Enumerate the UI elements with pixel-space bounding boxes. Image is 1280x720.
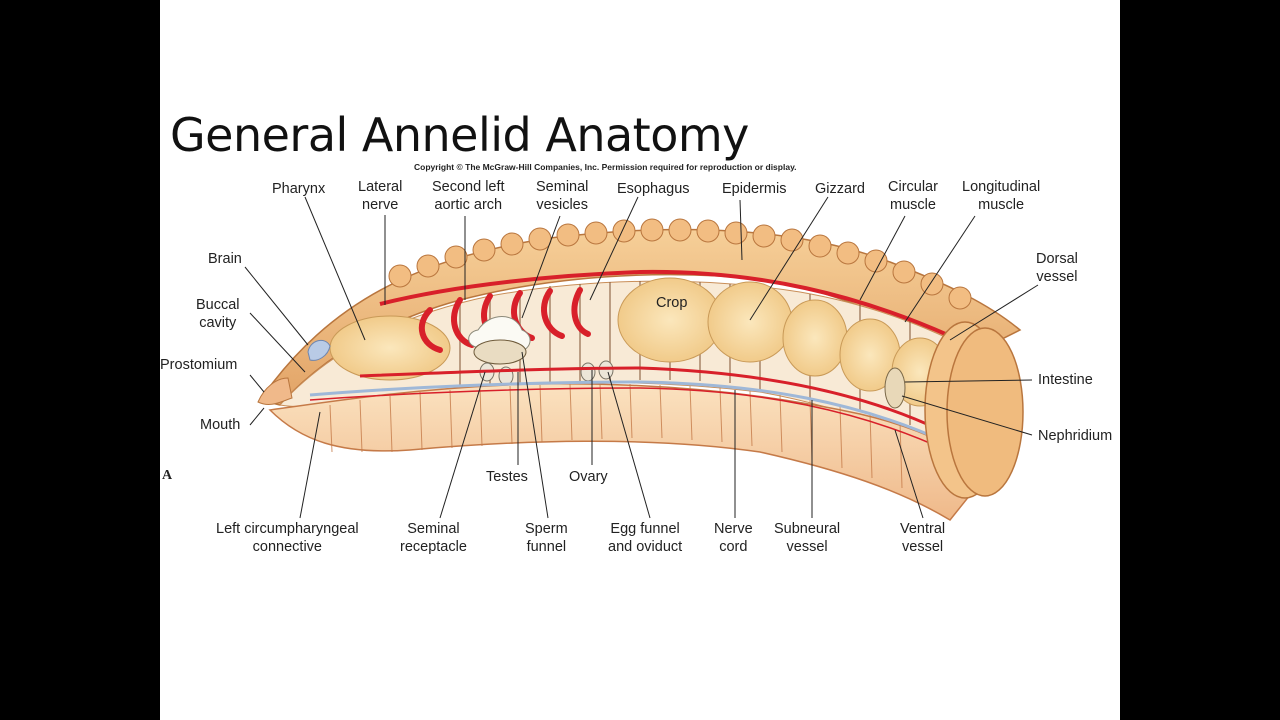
leader-lines (244, 196, 1039, 519)
label-epidermis: Epidermis (722, 181, 787, 197)
subneural-vessel-line (309, 387, 951, 453)
slide-title: General Annelid Anatomy (170, 108, 749, 162)
ventral-vessel-line (359, 366, 941, 432)
dorsal-segments (388, 218, 972, 310)
label-prostomium: Prostomium (160, 357, 238, 373)
label-intestine: Intestine (1038, 372, 1093, 388)
label-brain: Brain (208, 251, 242, 267)
intestine-organ-1 (782, 299, 848, 377)
nephridium-organ (884, 367, 906, 409)
prostomium-tip (257, 377, 293, 405)
gizzard-organ (707, 281, 793, 363)
crop-organ (617, 277, 723, 363)
slide: General Annelid Anatomy Copyright © The … (160, 0, 1120, 720)
earthworm-anatomy-diagram (244, 196, 1039, 521)
seminal-receptacle-organ (473, 339, 527, 365)
label-testes: Testes (486, 469, 528, 485)
label-pharynx: Pharynx (272, 181, 326, 197)
label-crop: Crop (656, 295, 688, 311)
copyright-notice: Copyright © The McGraw-Hill Companies, I… (414, 162, 797, 172)
cross-section-ring-2 (946, 327, 1024, 497)
label-mouth: Mouth (200, 417, 241, 433)
label-esophagus: Esophagus (617, 181, 690, 197)
label-nephridium: Nephridium (1038, 428, 1113, 444)
nerve-cord-line (309, 380, 951, 446)
label-gizzard: Gizzard (815, 181, 865, 197)
figure-letter: A (162, 468, 173, 483)
label-ovary: Ovary (569, 469, 608, 485)
ventral-segments (329, 383, 903, 489)
dorsal-vessel-line (379, 269, 951, 338)
brain-organ (307, 339, 331, 361)
